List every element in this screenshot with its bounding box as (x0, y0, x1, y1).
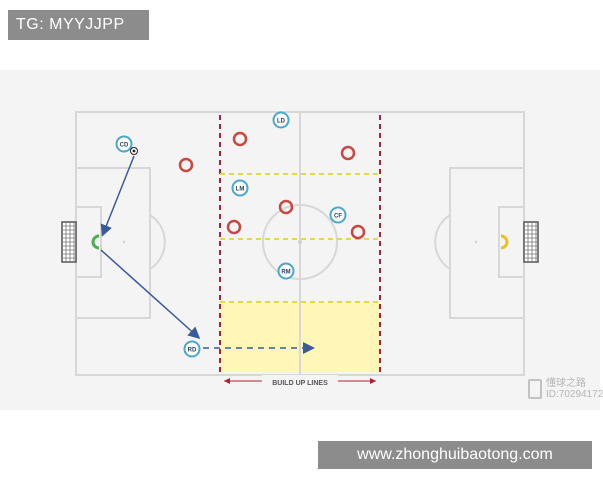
tactical-diagram: BUILD UP LINES CD LD (0, 70, 600, 410)
pass-arrows (100, 155, 315, 354)
player-ld: LD (272, 111, 290, 129)
right-goalkeeper (500, 234, 509, 250)
player-lm-label: LM (236, 187, 245, 193)
left-goal (61, 221, 77, 263)
player-ld-label: LD (277, 119, 286, 125)
build-up-measure: BUILD UP LINES (224, 375, 376, 387)
player-rd-label: RD (188, 348, 197, 354)
pass-cd-to-keeper (100, 155, 135, 237)
player-cd: CD (115, 135, 138, 155)
telegram-tag: TG: MYYJJPP (8, 10, 149, 40)
watermark: 懂球之路 ID:70294172 (546, 378, 603, 400)
build-up-lines (219, 115, 381, 372)
player-cf-label: CF (334, 214, 342, 220)
player-rd: RD (183, 340, 201, 358)
watermark-brand: 懂球之路 (546, 378, 586, 389)
watermark-id: ID:70294172 (546, 389, 603, 400)
pass-keeper-to-rd (100, 249, 201, 340)
telegram-tag-label: TG: MYYJJPP (16, 16, 125, 33)
right-goal (523, 221, 539, 263)
watermark-logo-icon (528, 379, 542, 399)
build-up-label: BUILD UP LINES (272, 380, 328, 387)
pitch-svg: BUILD UP LINES CD LD (61, 111, 539, 387)
player-rm: RM (277, 262, 295, 280)
player-cd-label: CD (120, 143, 129, 149)
opponents (178, 131, 366, 240)
player-lm: LM (231, 179, 249, 197)
site-banner: www.zhonghuibaotong.com (318, 441, 592, 469)
player-cf: CF (329, 206, 347, 224)
player-rm-label: RM (281, 270, 290, 276)
left-goalkeeper (91, 234, 100, 250)
site-banner-label: www.zhonghuibaotong.com (357, 446, 553, 463)
